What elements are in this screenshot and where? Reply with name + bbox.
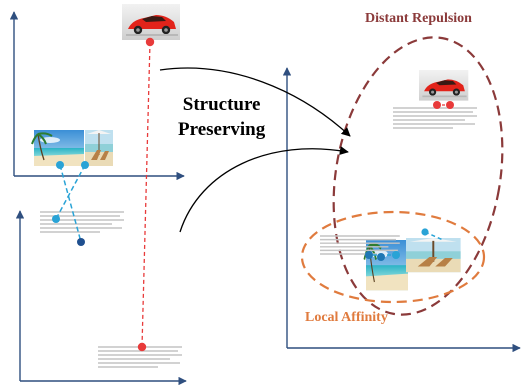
chairs-point-right	[421, 228, 429, 236]
car-point-top	[145, 37, 155, 47]
structure-title-line1: Structure	[182, 94, 261, 115]
text-point-beach-2	[77, 238, 85, 246]
beach-point-right-2	[377, 253, 385, 261]
beach-point-right-3	[392, 251, 400, 259]
distant-repulsion-label: Distant Repulsion	[365, 11, 472, 26]
car-point-right	[433, 101, 441, 109]
text-point-right	[446, 101, 454, 109]
left-bottom-axes	[15, 210, 187, 386]
local-affinity-ellipse	[300, 210, 486, 304]
structure-preserving-title: Structure Preserving	[178, 92, 265, 142]
structure-title-line2: Preserving	[178, 119, 266, 140]
beach-point-left	[56, 161, 64, 169]
local-affinity-label: Local Affinity	[305, 310, 388, 325]
beach-chairs-image-left	[85, 130, 113, 166]
upper-arrow	[159, 67, 351, 137]
left-top-axes	[9, 11, 185, 181]
beach-image-left	[31, 129, 85, 167]
text-point-beach-1	[52, 215, 60, 223]
beach-point-right-1	[365, 251, 373, 259]
beach-link-1	[59, 164, 82, 243]
car-text-link-left	[141, 41, 151, 348]
beach-chairs-image-right	[406, 238, 461, 273]
text-document-left-middle	[39, 211, 125, 233]
sports-car-image-top	[122, 4, 180, 40]
sports-car-image-right	[419, 70, 469, 101]
lower-arrow	[179, 146, 349, 233]
text-document-right-top	[392, 107, 478, 129]
beach-image-right	[362, 238, 410, 292]
distant-repulsion-ellipse	[332, 36, 504, 316]
right-axes	[282, 67, 521, 353]
beach-link-2	[55, 164, 86, 220]
chairs-point-left	[81, 161, 89, 169]
text-point-bottom	[137, 342, 147, 352]
